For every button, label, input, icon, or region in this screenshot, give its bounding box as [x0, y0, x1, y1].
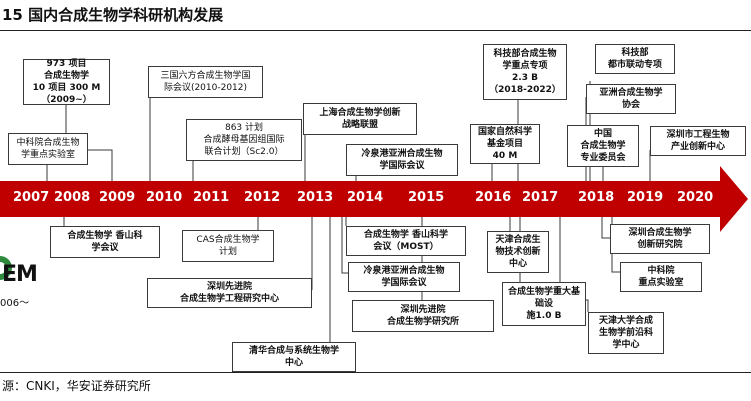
event-tianjin-innovation-center: 天津合成生 物技术创新 中心 — [487, 231, 549, 273]
year-2017: 2017 — [522, 190, 559, 205]
event-siat-institute: 深圳先进院 合成生物学研究所 — [352, 300, 494, 332]
event-973-project: 973 项目 合成生物学 10 项目 300 M （2009~） — [23, 59, 110, 105]
event-nsfc-project: 国家自然科学 基金项目 40 M — [470, 124, 540, 164]
event-cas-key-lab: 中科院合成生物 学重点实验室 — [8, 133, 88, 165]
event-ministry-urban-project: 科技部 都市联动专项 — [595, 44, 675, 74]
event-most-special-project: 科技部合成生物 学重点专项 2.3 B （2018-2022） — [483, 44, 567, 100]
event-xiangshan-conference-1: 合成生物学 香山科 学会议 — [50, 226, 160, 258]
title-divider — [0, 30, 751, 31]
event-tianjin-university-center: 天津大学合成 生物学前沿科 学中心 — [588, 312, 664, 354]
event-cold-spring-conference-1: 冷泉港亚洲合成生物 学国际会议 — [346, 144, 458, 176]
figure-title: 15 国内合成生物学科研机构发展 — [2, 6, 224, 24]
source-note: 源：CNKI，华安证券研究所 — [2, 379, 151, 393]
event-asia-association: 亚洲合成生物学 协会 — [586, 84, 676, 114]
year-2010: 2010 — [146, 190, 183, 205]
event-shenzhen-research-institute: 深圳合成生物学 创新研究院 — [610, 224, 710, 254]
event-trilateral-conference: 三国六方合成生物学国 际会议(2010-2012) — [148, 66, 263, 98]
event-cas-key-laboratory: 中科院 重点实验室 — [620, 262, 702, 292]
event-tsinghua-center: 清华合成与系统生物学 中心 — [232, 342, 356, 372]
connector-lengquan2 — [341, 217, 348, 274]
event-xiangshan-conference-2: 合成生物学 香山科学 会议（MOST） — [346, 226, 466, 256]
year-2012: 2012 — [244, 190, 281, 205]
event-siat-engineering-center: 深圳先进院 合成生物学工程研究中心 — [147, 278, 312, 308]
year-2007: 2007 — [13, 190, 50, 205]
year-2018: 2018 — [578, 190, 615, 205]
connector-shenzhen2 — [601, 217, 610, 239]
year-2009: 2009 — [99, 190, 136, 205]
event-863-plan: 863 计划 合成酵母基因组国际 联合计划（Sc2.0） — [186, 119, 302, 161]
timeline-arrow — [0, 166, 748, 232]
year-2008: 2008 — [54, 190, 91, 205]
event-shanghai-alliance: 上海合成生物学创新 战略联盟 — [303, 103, 417, 135]
event-major-infrastructure: 合成生物学重大基础设 施1.0 B — [502, 282, 586, 326]
event-cold-spring-conference-2: 冷泉港亚洲合成生物 学国际会议 — [348, 262, 460, 292]
event-shenzhen-innovation-center: 深圳市工程生物 产业创新中心 — [650, 126, 746, 156]
event-china-committee: 中国 合成生物学 专业委员会 — [567, 125, 639, 167]
connector-973 — [65, 104, 113, 181]
year-2014: 2014 — [347, 190, 384, 205]
logo-text: EM — [2, 262, 38, 287]
year-2015: 2015 — [408, 190, 445, 205]
bottom-divider — [0, 372, 751, 373]
event-cas-plan: CAS合成生物学 计划 — [182, 230, 274, 262]
year-2019: 2019 — [627, 190, 664, 205]
logo-year: 006～ — [0, 298, 30, 309]
year-2020: 2020 — [677, 190, 714, 205]
year-2011: 2011 — [193, 190, 230, 205]
year-2016: 2016 — [475, 190, 512, 205]
year-2013: 2013 — [297, 190, 334, 205]
logo-gear-icon — [0, 256, 12, 280]
